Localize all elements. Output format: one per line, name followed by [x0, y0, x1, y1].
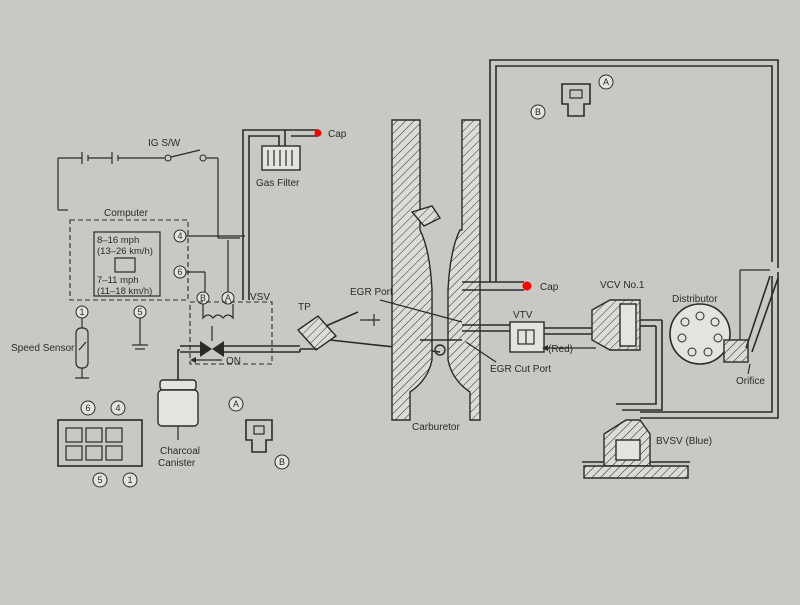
vcv-no1: VCV No.1 [591, 280, 663, 411]
speed-sensor-label: Speed Sensor [11, 343, 75, 354]
canister-label-2: Canister [158, 458, 196, 469]
computer-pin-1: 1 [79, 307, 84, 317]
vsv-pin-a: A [225, 293, 231, 303]
cap-marker-top [314, 129, 322, 137]
charcoal-canister: Charcoal Canister [157, 379, 200, 469]
ig-switch-circuit: IG S/W [57, 138, 240, 239]
red-label: (Red) [548, 344, 573, 355]
connector-pin-6: 6 [85, 403, 90, 413]
computer-connector: 6 4 5 1 [57, 400, 143, 488]
computer-pin-6: 6 [177, 267, 182, 277]
speed-range-high: 8–16 mph [97, 235, 139, 246]
carburetor-label: Carburetor [412, 422, 460, 433]
canister-label-1: Charcoal [160, 446, 200, 457]
vacuum-loop [489, 59, 779, 419]
carb-cap-port: Cap [462, 281, 559, 293]
vsv-connector: A B [228, 396, 290, 470]
bvsv: BVSV (Blue) [582, 419, 712, 479]
distributor-label: Distributor [672, 294, 718, 305]
vcv-label: VCV No.1 [600, 280, 645, 291]
vsv-label: VSV [250, 292, 270, 303]
egr-cut-port-label: EGR Cut Port [490, 364, 551, 375]
top-connector: A B [530, 74, 614, 120]
ig-switch-label: IG S/W [148, 138, 181, 149]
computer-pin-5: 5 [137, 307, 142, 317]
gas-filter: Cap Gas Filter [242, 129, 347, 300]
gas-filter-label: Gas Filter [256, 178, 300, 189]
speed-range-low-kmh: (11–18 km/h) [97, 286, 152, 297]
computer-label: Computer [104, 208, 149, 219]
bvsv-label: BVSV (Blue) [656, 436, 712, 447]
cap-mid-label: Cap [540, 282, 559, 293]
speed-range-low: 7–11 mph [97, 275, 139, 286]
computer-box: Computer 8–16 mph (13–26 km/h) 7–11 mph … [69, 208, 245, 350]
top-connector-pin-a: A [603, 77, 609, 87]
connector-pin-5: 5 [97, 475, 102, 485]
cap-marker-mid [522, 281, 532, 291]
speed-sensor: Speed Sensor [11, 318, 89, 379]
vsv-on-label: ON [226, 356, 241, 367]
speed-range-high-kmh: (13–26 km/h) [97, 246, 153, 257]
computer-pin-4: 4 [177, 231, 182, 241]
distributor: Distributor Orifice [669, 269, 779, 387]
carburetor: Carburetor [391, 119, 481, 433]
orifice-label: Orifice [736, 376, 765, 387]
vsv: B A VSV ON [177, 240, 300, 380]
tp-label: TP [298, 302, 311, 313]
vsv-connector-pin-a: A [233, 399, 239, 409]
top-connector-pin-b: B [535, 107, 541, 117]
connector-pin-1: 1 [127, 475, 132, 485]
vsv-connector-pin-b: B [279, 457, 285, 467]
egr-port-label: EGR Port [350, 287, 393, 298]
vtv: VTV (Red) [509, 310, 596, 355]
connector-pin-4: 4 [115, 403, 120, 413]
cap-top-label: Cap [328, 129, 347, 140]
egr-ports: EGR Port EGR Cut Port [299, 287, 551, 375]
vsv-pin-b: B [200, 293, 206, 303]
vtv-label: VTV [513, 310, 533, 321]
